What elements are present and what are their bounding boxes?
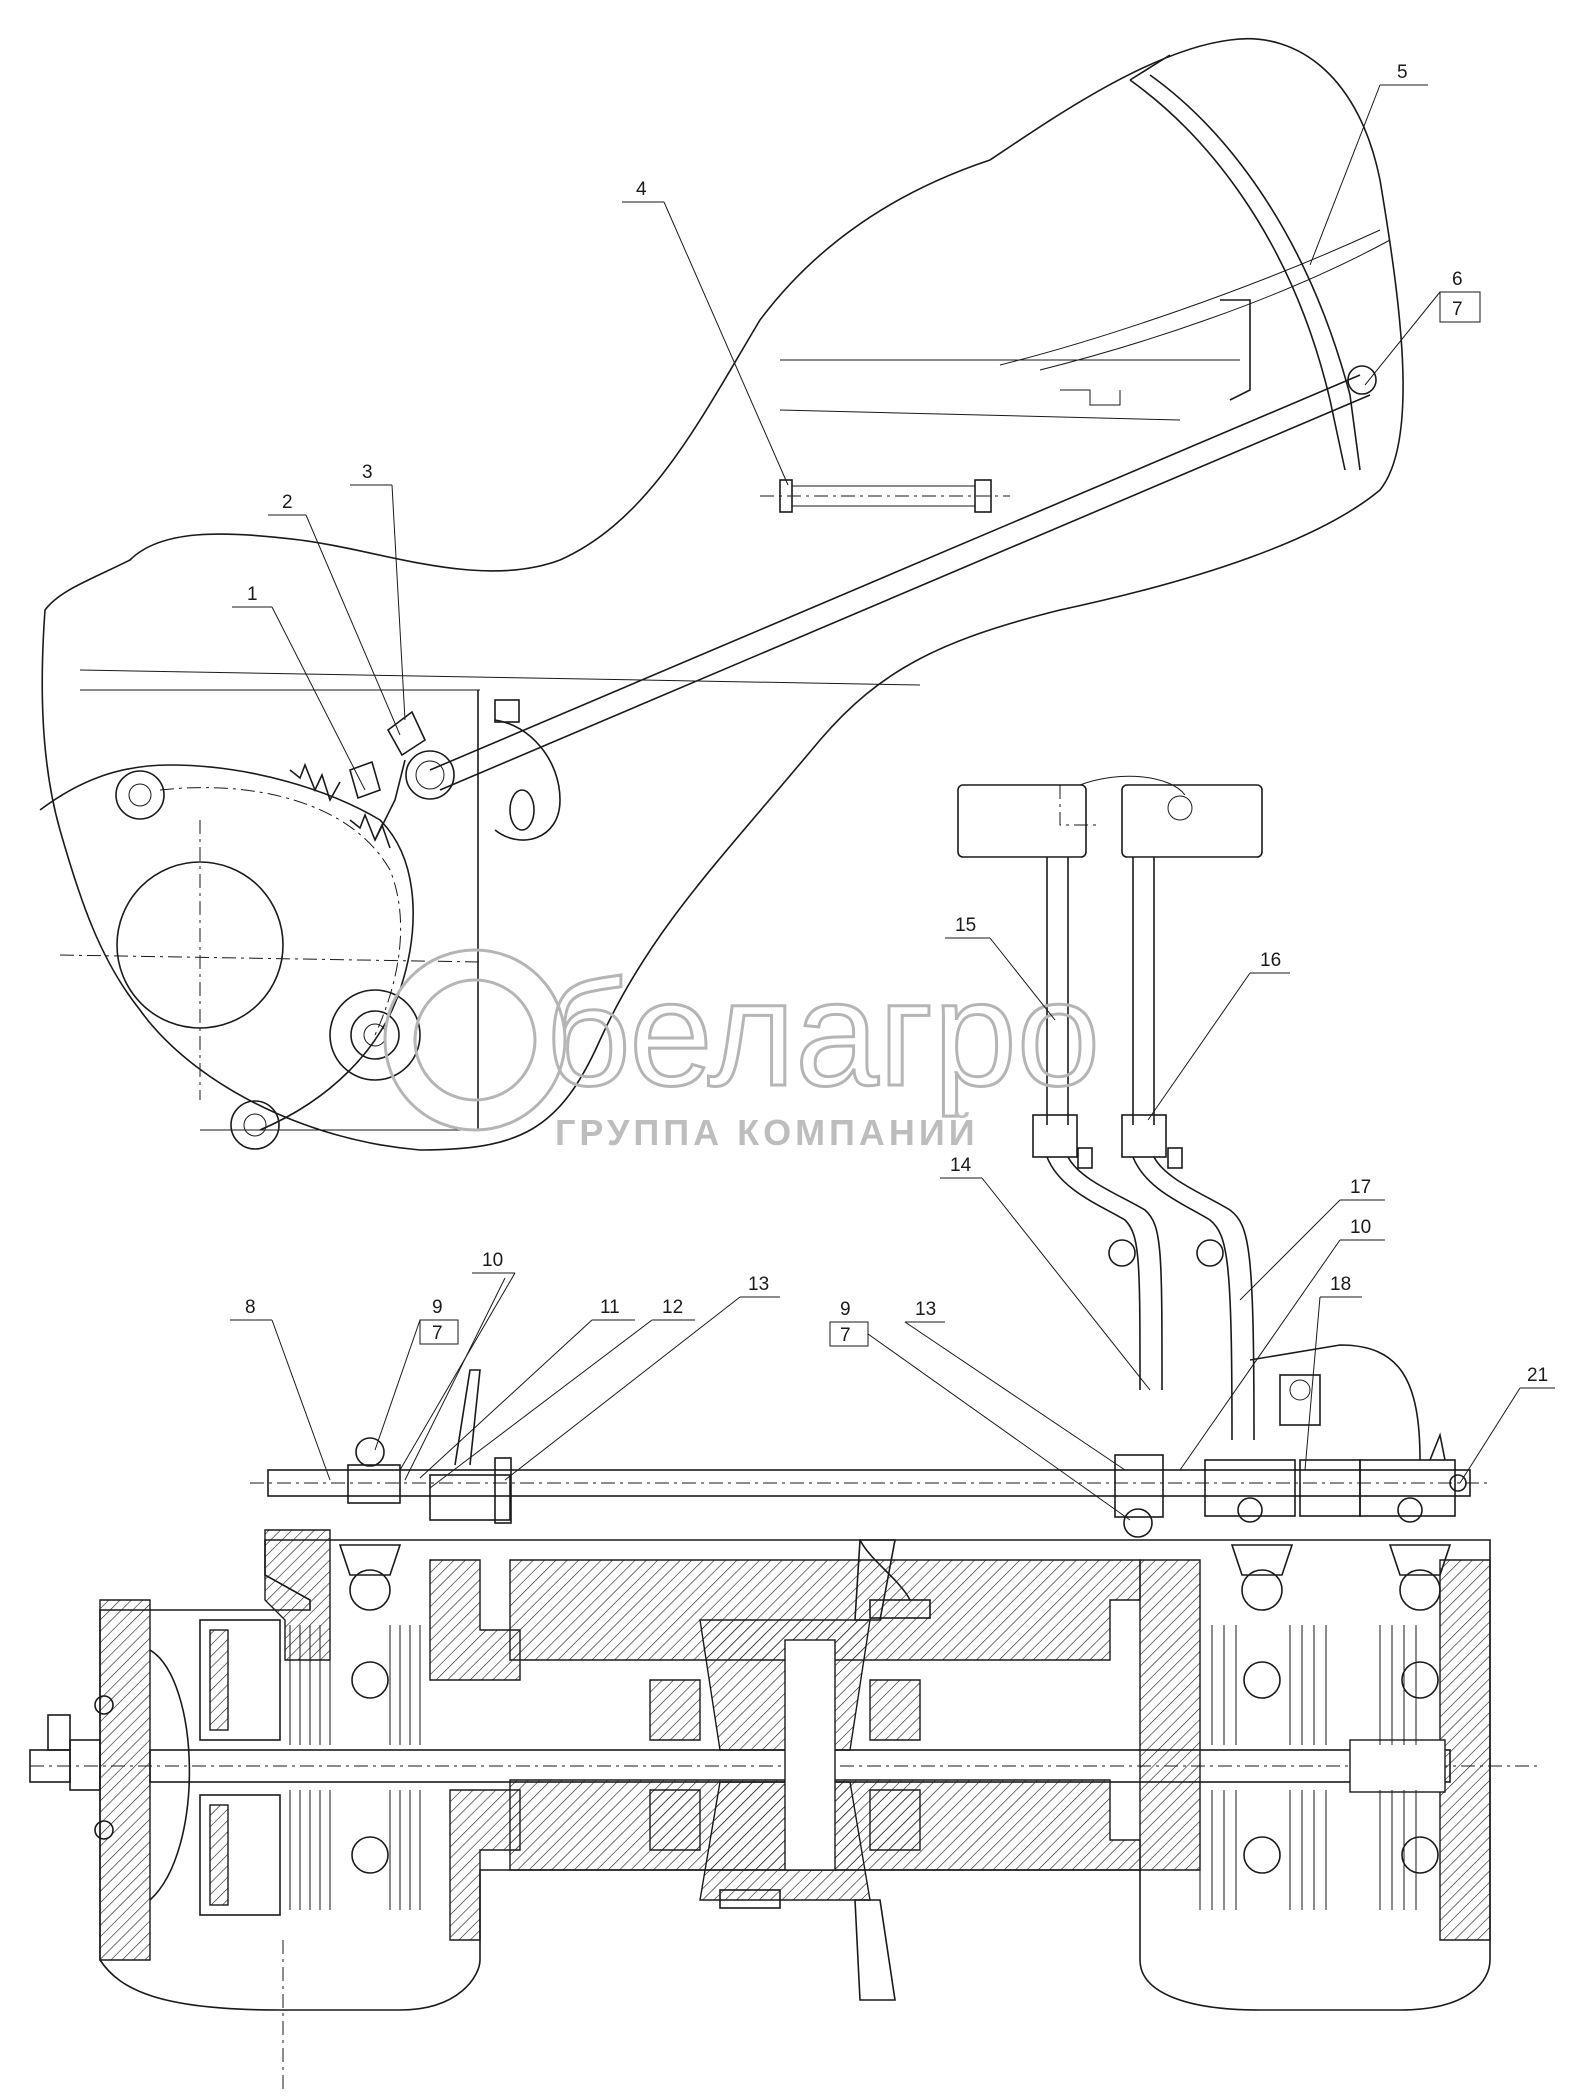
callout-7a: 7 <box>1452 299 1463 320</box>
callout-2: 2 <box>282 492 293 513</box>
callout-16: 16 <box>1260 950 1281 971</box>
callout-12: 12 <box>662 1297 683 1318</box>
callout-7b: 7 <box>432 1323 443 1344</box>
callout-9a: 9 <box>432 1297 443 1318</box>
callouts: 1 2 3 4 5 6 7 8 9 7 10 11 12 13 9 7 13 1… <box>230 62 1555 1521</box>
callout-1: 1 <box>247 584 258 605</box>
callout-8: 8 <box>245 1297 256 1318</box>
callout-21: 21 <box>1527 1365 1548 1386</box>
callout-10b: 10 <box>1350 1217 1371 1238</box>
callout-11: 11 <box>600 1297 620 1318</box>
watermark-brand: белагро <box>545 949 1100 1117</box>
brake-pedals <box>957 775 1263 1441</box>
callout-13a: 13 <box>748 1274 769 1295</box>
center-differential <box>649 1539 931 2001</box>
callout-6: 6 <box>1452 269 1463 290</box>
callout-5: 5 <box>1397 62 1408 83</box>
callout-7c: 7 <box>840 1325 851 1346</box>
right-disc-packs <box>1199 1544 1452 1910</box>
left-fitting <box>29 1695 114 1840</box>
callout-10a: 10 <box>482 1250 503 1271</box>
callout-18: 18 <box>1330 1274 1351 1295</box>
watermark: белагро ГРУППА КОМПАНИЙ <box>383 948 1102 1153</box>
top-assembly-outline <box>39 38 1404 1151</box>
callout-15: 15 <box>955 915 976 936</box>
watermark-subtitle: ГРУППА КОМПАНИЙ <box>555 1111 979 1153</box>
callout-14: 14 <box>950 1155 972 1176</box>
left-disc-pack <box>199 1544 421 1916</box>
callout-17: 17 <box>1350 1177 1371 1198</box>
callout-4: 4 <box>636 179 647 200</box>
transmission-section <box>29 1344 1540 2090</box>
callout-9b: 9 <box>840 1299 851 1320</box>
callout-3: 3 <box>362 462 373 483</box>
callout-13b: 13 <box>915 1299 936 1320</box>
